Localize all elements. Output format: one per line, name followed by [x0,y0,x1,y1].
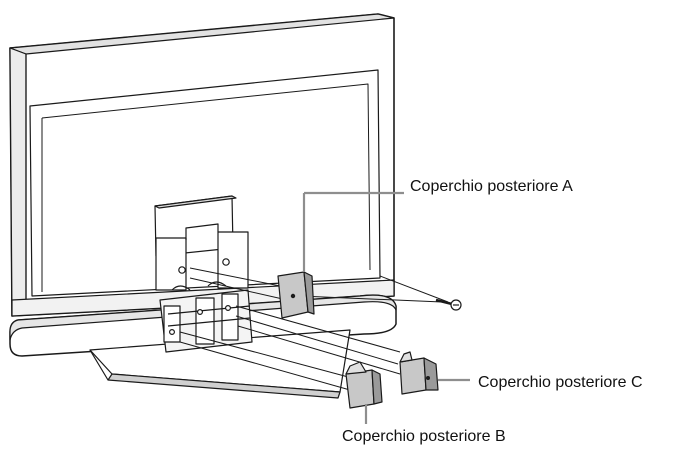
rear-cover-b [345,361,383,424]
rear-cover-c [399,351,470,395]
callout-cover-b: Coperchio posteriore B [342,428,506,445]
screw-icon [379,275,462,311]
cable-mechanism [159,281,253,353]
assembly-guide-lines [179,267,443,391]
stand-neck [154,195,249,291]
callout-cover-a: Coperchio posteriore A [410,178,573,195]
rear-cover-a [277,191,404,319]
callout-cover-c: Coperchio posteriore C [478,374,643,391]
